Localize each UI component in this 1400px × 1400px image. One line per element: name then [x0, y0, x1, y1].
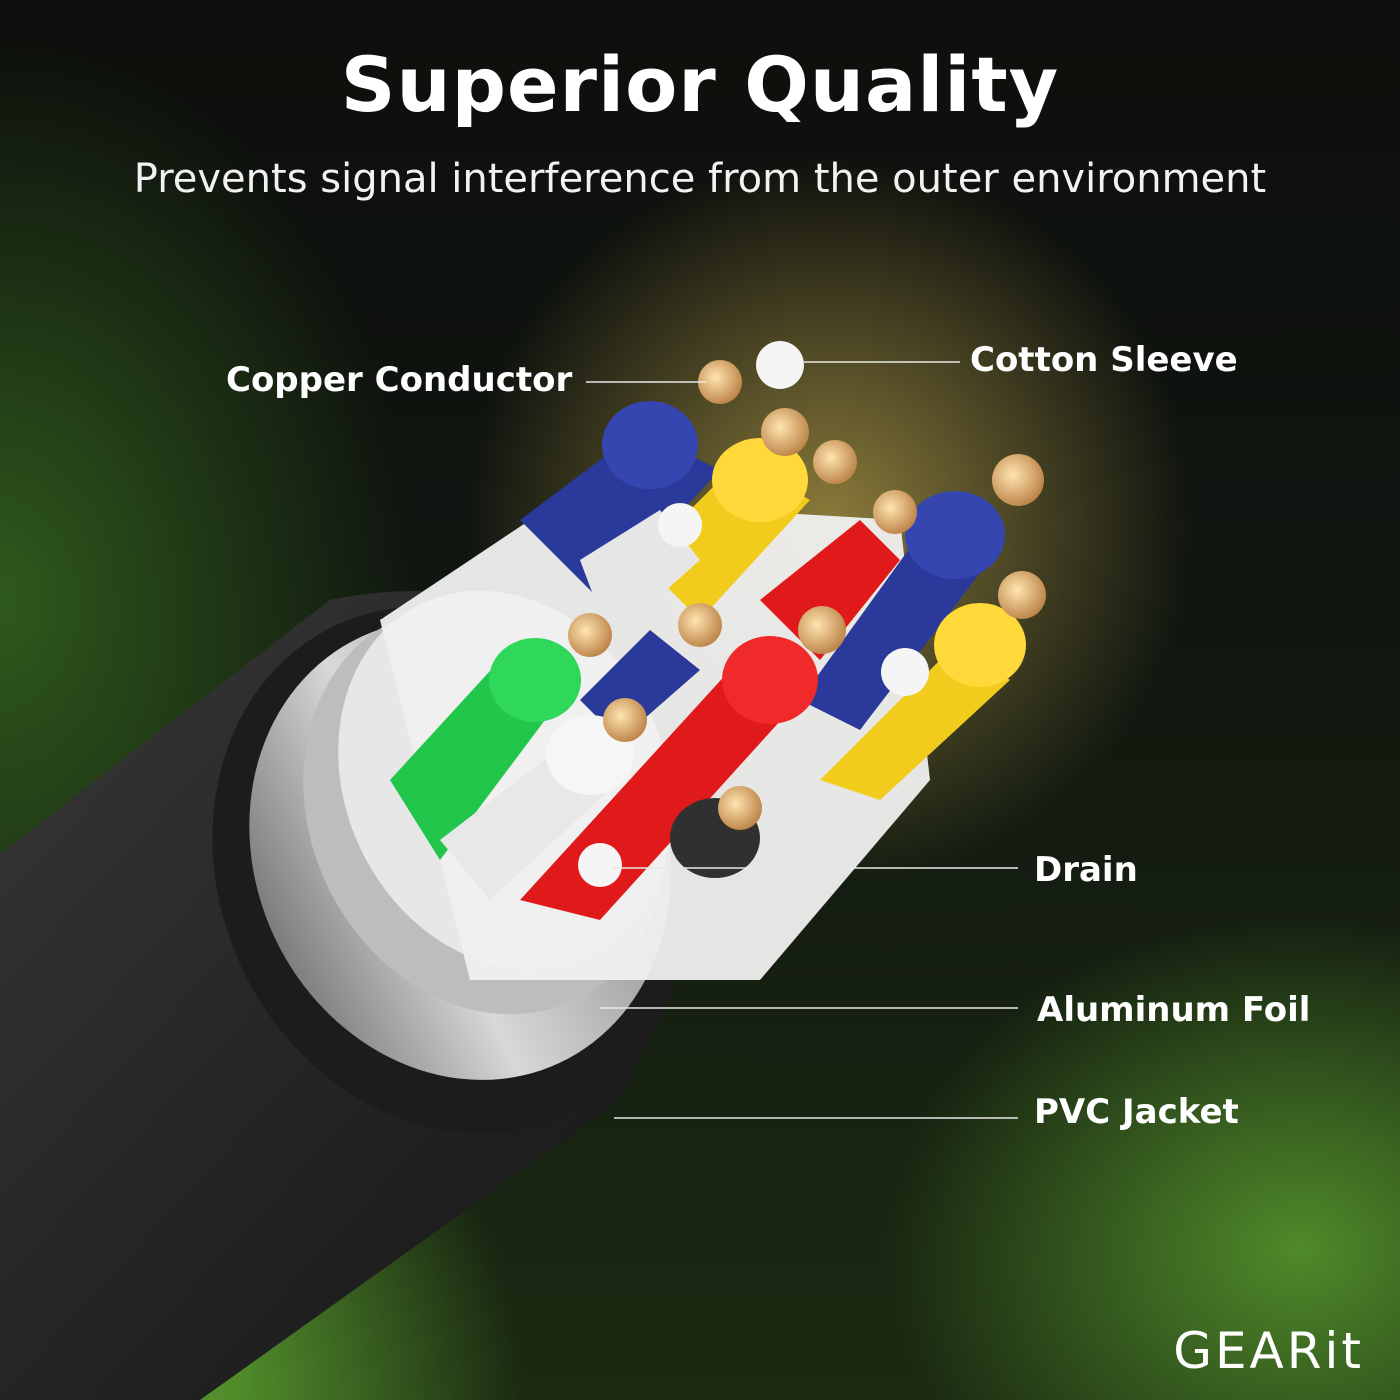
page-title: Superior Quality — [340, 40, 1060, 129]
callout-pvc-jacket: PVC Jacket — [1034, 1092, 1239, 1132]
callout-aluminum-foil: Aluminum Foil — [1037, 990, 1311, 1030]
callout-lines — [586, 361, 1018, 1119]
page-subtitle: Prevents signal interference from the ou… — [133, 156, 1267, 202]
wire-bundle — [390, 341, 1026, 920]
callout-drain: Drain — [1034, 850, 1138, 890]
brand-logo: GEARit — [1173, 1322, 1364, 1380]
callout-copper-conductor: Copper Conductor — [226, 360, 573, 400]
copper-conductors — [568, 360, 1046, 830]
callout-cotton-sleeve: Cotton Sleeve — [970, 340, 1238, 380]
